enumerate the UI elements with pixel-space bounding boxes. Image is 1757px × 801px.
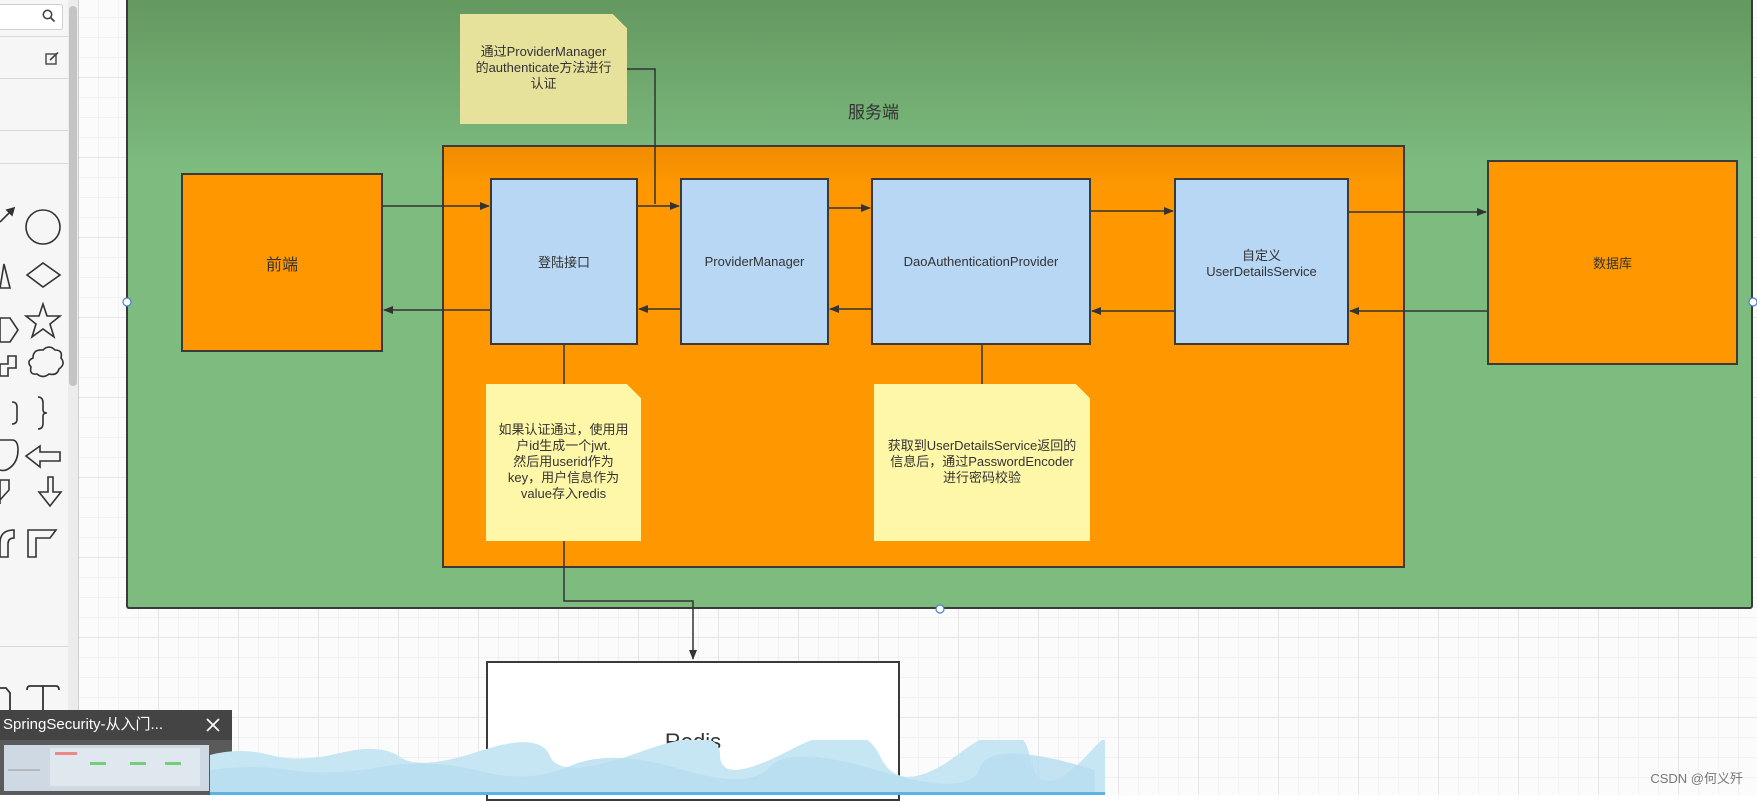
note-authenticate-line1: 通过ProviderManager	[480, 44, 607, 59]
note-password-line3: 进行密码校验	[942, 470, 1021, 485]
document-tab-title: SpringSecurity-从入门...	[3, 716, 164, 733]
note-password[interactable]: 获取到UserDetailsService返回的 信息后，通过PasswordE…	[874, 384, 1090, 541]
provider-manager-label: ProviderManager	[704, 254, 805, 269]
note-password-line1: 获取到UserDetailsService返回的	[887, 438, 1077, 453]
panel-divider	[0, 646, 78, 647]
note-authenticate-line3: 认证	[530, 76, 557, 91]
dao-authentication-provider-box[interactable]: DaoAuthenticationProvider	[871, 178, 1091, 345]
search-input[interactable]	[0, 4, 63, 30]
shape-panel	[0, 0, 79, 795]
user-details-service-label-line1: 自定义	[1241, 247, 1281, 263]
watermark: CSDN @何义歼	[1650, 771, 1743, 786]
container-handle-bottom	[935, 604, 945, 614]
note-jwt-line4: key，用户信息作为	[507, 470, 620, 485]
document-thumbnail[interactable]	[0, 740, 232, 795]
text-tool-icon[interactable]	[0, 680, 66, 710]
edit-icon[interactable]	[45, 52, 59, 66]
search-icon[interactable]	[42, 9, 56, 23]
dao-authentication-provider-label: DaoAuthenticationProvider	[903, 254, 1059, 269]
panel-scrollbar-thumb[interactable]	[69, 6, 77, 386]
close-icon[interactable]	[206, 718, 220, 732]
panel-scrollbar[interactable]	[68, 0, 78, 795]
document-tab[interactable]: SpringSecurity-从入门...	[0, 710, 232, 740]
login-endpoint-box[interactable]: 登陆接口	[490, 178, 638, 345]
edge-note-authenticate-link	[627, 68, 656, 204]
decorative-wave	[210, 740, 1105, 795]
container-handle-right	[1748, 297, 1757, 307]
login-endpoint-label: 登陆接口	[537, 255, 590, 270]
thumbnail-preview	[0, 740, 232, 795]
panel-divider	[0, 78, 78, 79]
note-password-line2: 信息后，通过PasswordEncoder	[890, 454, 1074, 469]
container-handle-left	[122, 297, 132, 307]
frontend-box[interactable]: 前端	[181, 173, 383, 352]
note-jwt-line3: 然后用userid作为	[513, 454, 614, 469]
database-label: 数据库	[1592, 256, 1632, 271]
edge-note-to-redis	[563, 541, 697, 660]
panel-divider	[0, 130, 78, 131]
note-jwt[interactable]: 如果认证通过，使用用 户id生成一个jwt. 然后用userid作为 key，用…	[486, 384, 641, 541]
panel-divider	[0, 36, 78, 37]
user-details-service-box[interactable]: 自定义 UserDetailsService	[1174, 178, 1349, 345]
note-jwt-line2: 户id生成一个jwt.	[516, 438, 611, 453]
note-authenticate[interactable]: 通过ProviderManager 的authenticate方法进行 认证	[460, 14, 627, 124]
shape-library-icons[interactable]	[0, 200, 66, 580]
provider-manager-box[interactable]: ProviderManager	[680, 178, 829, 345]
database-box[interactable]: 数据库	[1487, 160, 1738, 365]
user-details-service-label-line2: UserDetailsService	[1206, 263, 1317, 279]
note-authenticate-line2: 的authenticate方法进行	[475, 60, 612, 75]
panel-divider	[0, 163, 78, 164]
note-jwt-line5: value存入redis	[520, 486, 607, 501]
frontend-label: 前端	[265, 256, 298, 274]
server-container-label: 服务端	[848, 103, 899, 122]
note-jwt-line1: 如果认证通过，使用用	[498, 422, 629, 437]
